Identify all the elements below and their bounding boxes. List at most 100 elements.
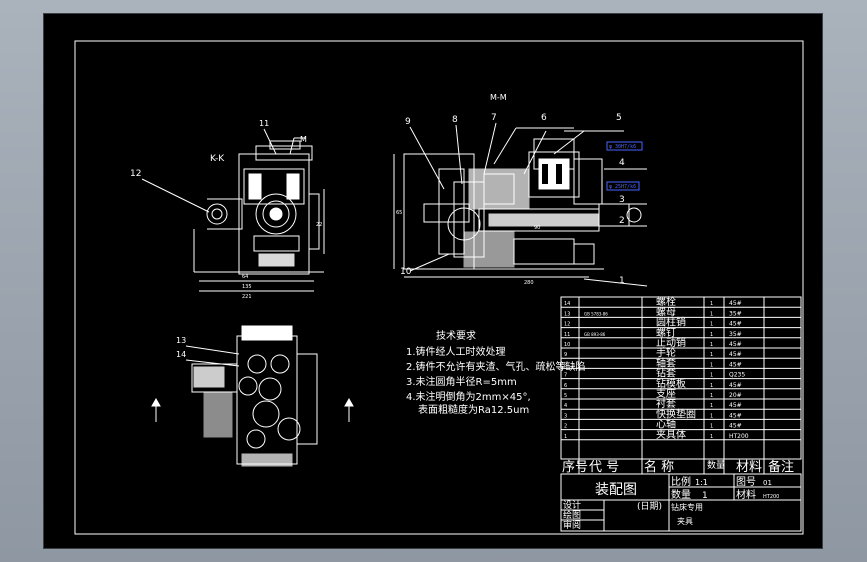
mm-dim-1: 65	[396, 210, 402, 216]
subject-line-2: 夹具	[677, 516, 693, 526]
bom-cell-qty: 1	[710, 322, 713, 328]
tb-qty-label: 数量	[671, 488, 691, 501]
bom-cell-qty: 1	[710, 424, 713, 430]
mm-label: M-M	[490, 93, 507, 102]
kk-dim-3: 221	[242, 294, 252, 300]
bom-cell-name: 螺栓	[656, 295, 676, 308]
bom-cell-name: 钻模板	[656, 377, 686, 390]
bom-cell-no: 10	[564, 342, 570, 348]
tech-title: 技术要求	[436, 329, 476, 342]
callout-3: 3	[619, 195, 625, 205]
assembly-drawing: K-K 11 M 12 64 22 135 221 M-	[74, 40, 804, 535]
callout-m-kk: M	[300, 135, 307, 144]
bom-cell-no: 9	[564, 352, 567, 358]
bom-header-remark: 备注	[768, 459, 794, 475]
view-mm: M-M 9 8 7 6 5 4 3 2 1 10	[393, 93, 648, 287]
tech-item-3: 3.未注圆角半径R=5mm	[406, 375, 517, 388]
bom-cell-name: 钻套	[656, 367, 676, 380]
tolerance-1: φ 30H7/k6	[609, 144, 636, 150]
tech-requirements: 技术要求 1.铸件经人工时效处理 2.铸件不允许有夹渣、气孔、疏松等缺陷 3.未…	[406, 329, 586, 416]
kk-dim-1: 22	[316, 222, 322, 228]
cad-viewport[interactable]: K-K 11 M 12 64 22 135 221 M-	[44, 14, 822, 548]
bom-cell-material: 45#	[729, 300, 742, 307]
callout-2: 2	[619, 216, 625, 226]
callout-7: 7	[491, 113, 497, 123]
bom-cell-no: 5	[564, 393, 567, 399]
bom-cell-name: 圆柱销	[656, 316, 686, 329]
bom-cell-material: 35#	[729, 310, 742, 317]
role-design: 设计	[563, 499, 581, 511]
drawing-no-label: 图号	[736, 476, 756, 488]
callout-11: 11	[259, 119, 269, 128]
tech-item-4: 4.未注明倒角为2mm×45°,	[406, 390, 531, 403]
date-label: (日期)	[637, 501, 662, 512]
bom-cell-material: 45#	[729, 321, 742, 328]
bom-cell-qty: 1	[710, 413, 713, 419]
bom-cell-name: 螺钉	[656, 327, 676, 339]
role-review: 审阅	[563, 519, 581, 531]
tb-qty-value: 1	[702, 491, 708, 501]
bom-header-code: 代 号	[589, 460, 619, 475]
tolerance-2: φ 25H7/k6	[609, 184, 636, 190]
bom-cell-material: 45#	[729, 361, 742, 368]
view-bottom: 13 14	[151, 325, 354, 467]
bom-cell-name: 螺母	[656, 306, 676, 318]
subject-line-1: 钻床专用	[671, 502, 703, 512]
drawing-border	[74, 40, 804, 535]
bom-cell-no: 14	[564, 301, 570, 307]
bom-header-qty: 数量	[707, 459, 725, 471]
bom-cell-material: 20#	[729, 392, 742, 399]
bom-cell-no: 6	[564, 383, 567, 389]
bom-cell-qty: 1	[710, 311, 713, 317]
bom-cell-no: 13	[564, 311, 570, 317]
bom-cell-qty: 1	[710, 403, 713, 409]
bom-cell-code: GB 893-86	[584, 332, 606, 337]
bom-header-material: 材料	[736, 460, 762, 475]
bom-cell-material: HT200	[729, 433, 749, 440]
bom-header-name: 名 称	[644, 459, 674, 475]
bom-cell-name: 手轮	[656, 346, 676, 359]
mm-dim-2: 90	[534, 225, 540, 231]
bom-cell-qty: 1	[710, 332, 713, 338]
bom-cell-material: 45#	[729, 423, 742, 430]
tech-item-5: 表面粗糙度为Ra12.5um	[418, 403, 529, 416]
callout-12: 12	[130, 169, 141, 179]
bom-cell-qty: 1	[710, 393, 713, 399]
callout-8: 8	[452, 115, 458, 125]
bom-cell-material: 45#	[729, 402, 742, 409]
bom-cell-no: 4	[564, 403, 567, 409]
bom-cell-no: 8	[564, 362, 567, 368]
bom-cell-material: 45#	[729, 382, 742, 389]
bom-cell-material: 45#	[729, 412, 742, 419]
bom-cell-name: 衬套	[656, 397, 676, 410]
kk-label: K-K	[210, 154, 225, 164]
drawing-name: 装配图	[595, 482, 637, 498]
bom-cell-no: 3	[564, 413, 567, 419]
bom-cell-qty: 1	[710, 434, 713, 440]
tech-item-1: 1.铸件经人工时效处理	[406, 345, 506, 358]
callout-1: 1	[619, 276, 625, 286]
bom-cell-name: 止动销	[656, 336, 686, 349]
kk-dim-2: 135	[242, 284, 252, 290]
tb-material-label: 材料	[736, 488, 756, 501]
view-kk: K-K 11 M 12 64 22 135 221	[130, 119, 325, 300]
callout-13: 13	[176, 336, 186, 345]
bom-cell-qty: 1	[710, 362, 713, 368]
bom-cell-material: 45#	[729, 341, 742, 348]
callout-4: 4	[619, 158, 625, 168]
tb-material-value: HT200	[763, 494, 779, 500]
bom-cell-qty: 1	[710, 342, 713, 348]
scale-value: 1:1	[695, 478, 708, 487]
bom-cell-material: Q235	[729, 372, 745, 379]
bom-cell-qty: 1	[710, 373, 713, 379]
bom-cell-no: 11	[564, 332, 570, 338]
callout-10: 10	[400, 267, 412, 277]
bom-header: 序号 代 号 名 称 数量 材料 备注	[562, 459, 794, 475]
bom-cell-name: 心轴	[656, 418, 676, 431]
bom-cell-code: GB 5783-86	[584, 311, 608, 316]
title-block: 装配图 比例 1:1 图号 01 数量 1 材料 HT200 (日期) 设计 绘…	[560, 473, 802, 532]
mm-dim-0: 280	[524, 280, 534, 286]
bom-cell-no: 7	[564, 373, 567, 379]
